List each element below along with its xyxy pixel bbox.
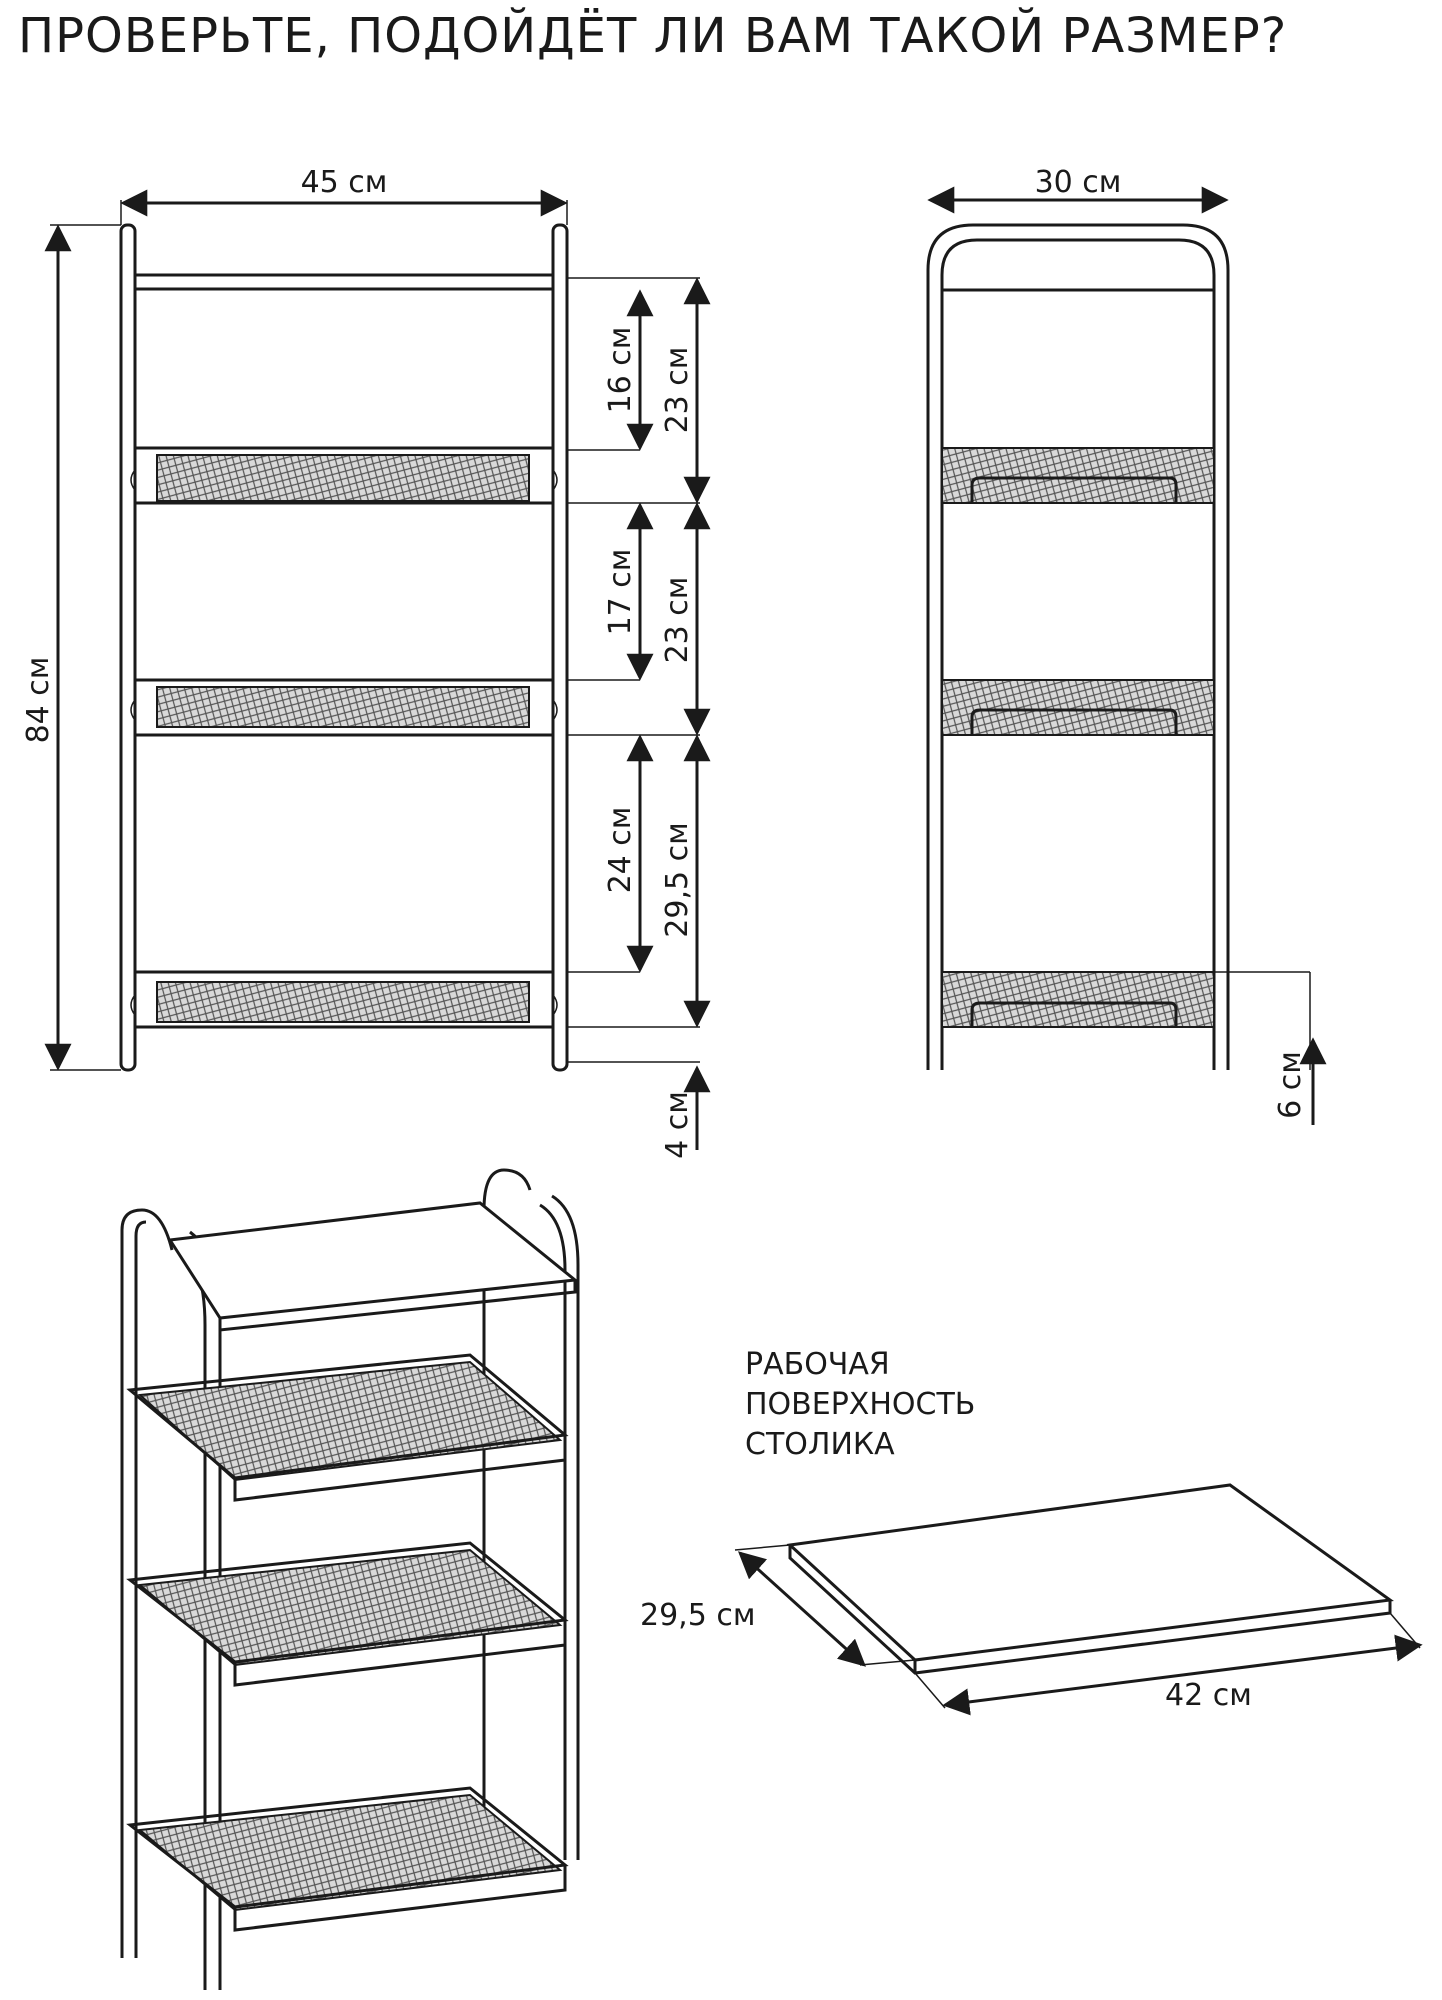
front-right-post [551,223,569,1072]
gap-2-inner-label: 17 см [603,549,638,636]
tabletop-width-label: 42 см [1165,1678,1252,1713]
gap-1-inner-label: 16 см [603,327,638,414]
side-basket-3 [941,971,1215,1028]
side-depth-label: 30 см [1035,165,1122,200]
front-left-post [119,223,137,1072]
tabletop-caption-line-3: СТОЛИКА [745,1427,895,1462]
bottom-clearance-label: 6 см [1273,1051,1308,1119]
front-height-label: 84 см [21,657,56,744]
perspective-basket-3 [126,1786,569,1932]
front-basket-1 [130,446,558,505]
side-view: 30 см 6 см [926,165,1327,1125]
tabletop-caption-line-2: ПОВЕРХНОСТЬ [745,1387,976,1422]
perspective-basket-1 [126,1353,569,1502]
side-basket-1 [941,447,1215,504]
perspective-view [120,1168,580,1990]
front-basket-2 [130,678,558,737]
tabletop-depth-label: 29,5 см [640,1598,755,1633]
tabletop-caption-line-1: РАБОЧАЯ [745,1347,890,1382]
gap-2-outer-label: 23 см [660,577,695,664]
front-width-label: 45 см [301,165,388,200]
front-view: 45 см 84 см 16 см 23 см 17 см 23 см 24 с… [21,165,711,1159]
front-top-shelf [133,273,555,291]
leg-height-label: 4 см [660,1091,695,1159]
gap-3-inner-label: 24 см [603,807,638,894]
gap-1-outer-label: 23 см [660,347,695,434]
side-basket-2 [941,679,1215,736]
gap-3-outer-label: 29,5 см [660,822,695,937]
front-basket-3 [130,970,558,1029]
perspective-basket-2 [126,1541,569,1687]
tabletop-drawing: 29,5 см 42 см [640,1483,1423,1716]
page-title: ПРОВЕРЬТЕ, ПОДОЙДЁТ ЛИ ВАМ ТАКОЙ РАЗМЕР? [18,8,1288,64]
